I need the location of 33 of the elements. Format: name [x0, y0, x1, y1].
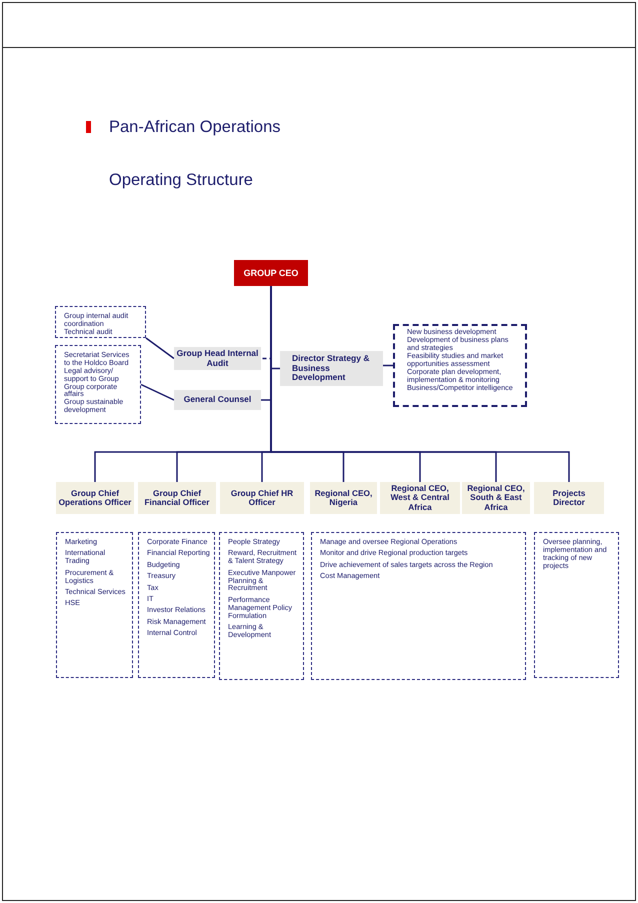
role-title: Group Chief HR Officer [230, 488, 294, 508]
duties-box [55, 306, 146, 338]
role-title: Regional CEO, South & East Africa [466, 484, 526, 512]
duties-box [219, 532, 304, 680]
role-title: General Counsel [182, 395, 252, 405]
role-title: Group Chief Financial Officer [143, 488, 210, 508]
role-box [380, 482, 460, 514]
duties-box [311, 532, 526, 680]
role-title: Regional CEO, Nigeria [314, 488, 374, 508]
role-title: Director Strategy & Business Development [292, 354, 370, 384]
connector-line [383, 364, 393, 366]
role-title: Regional CEO, West & Central Africa [390, 484, 450, 512]
role-box [534, 482, 604, 514]
role-title: GROUP CEO [244, 268, 298, 278]
duties-box [534, 532, 619, 678]
duties-box [393, 324, 527, 407]
section-heading: Operating Structure [109, 171, 253, 190]
duties-box [138, 532, 215, 678]
role-title: Group Head Internal Audit [176, 348, 260, 368]
page-title: Pan-African Operations [109, 118, 281, 137]
connector-line [146, 337, 174, 360]
role-box [56, 482, 134, 514]
ceo-box [234, 260, 308, 286]
duties-box [55, 345, 141, 424]
connector-line [140, 384, 174, 401]
role-box [280, 351, 383, 386]
role-box [138, 482, 216, 514]
role-title: Projects Director [552, 488, 586, 508]
role-box [220, 482, 304, 514]
duties-box [56, 532, 133, 678]
role-title: Group Chief Operations Officer [58, 488, 132, 508]
role-box [174, 390, 261, 410]
role-box [310, 482, 377, 514]
